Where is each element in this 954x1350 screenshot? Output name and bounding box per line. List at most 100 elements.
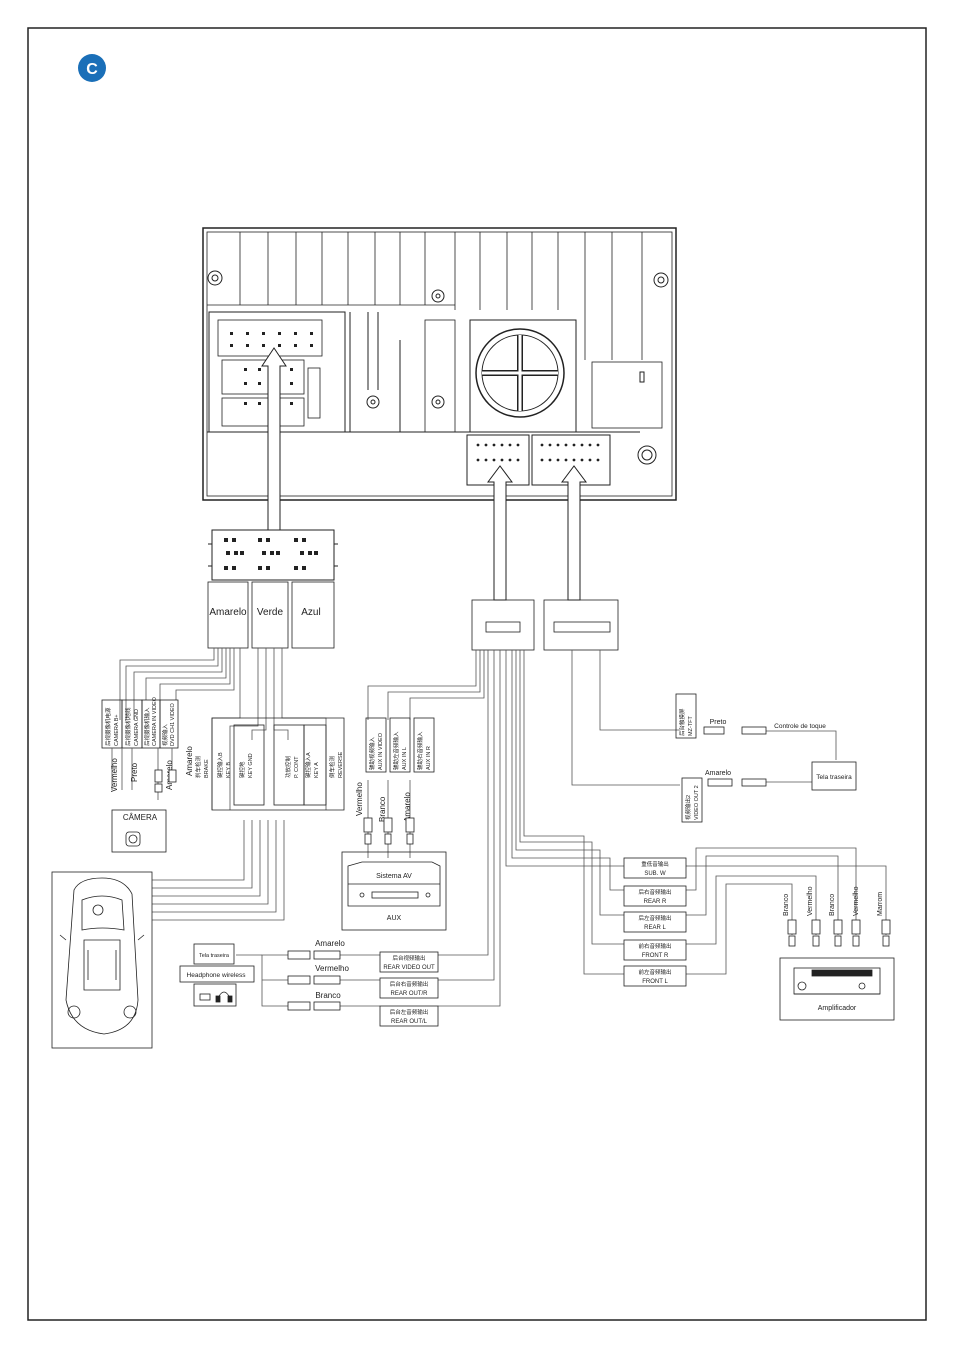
reverse-cn: 倒车检测 [328,755,336,778]
camera-video-label: CAMERA IN VIDEO [152,696,158,746]
controle-de-toque-label: Controle de toque [774,723,826,730]
camera-gnd-cn: 后视摄像机地线 [124,707,132,746]
camera-gnd-label: CAMERA GND [134,709,140,746]
rear-screen-label: Tela traseira [816,774,852,781]
touch-label-blocks [675,693,703,823]
amp-rca-plugs [787,919,891,947]
aux-l-label: AUX IN L [402,747,408,770]
aux-l-cn: 辅助左音频输入 [392,731,400,770]
touch-wire-preto: Preto [710,719,727,726]
touch-plugs [703,726,767,787]
harness-label-amarelo: Amarelo [209,607,247,618]
dvd-wire-amarelo: Amarelo [185,746,194,776]
aux-rca-plugs [363,817,415,845]
rear-l-cn: 后左音频输出 [638,914,671,922]
rear-out-l-cn: 后台左音频输出 [390,1008,429,1016]
iso-harness-plug [208,529,338,581]
rca-junction-boxes [471,599,619,651]
camera-label: CÂMERA [123,813,158,822]
camera-connectors [154,769,177,793]
audio-out-boxes [623,857,687,987]
front-l-cn: 前左音频输出 [638,968,671,976]
sistema-av-label: Sistema AV [376,873,412,880]
harness-boxes [207,581,335,649]
camera-wires [111,748,173,800]
sub-w-cn: 重低音输出 [641,860,669,868]
car-illustration [51,871,153,1049]
headphone-wireless-label: Headphone wireless [187,972,247,979]
section-badge-label: C [86,61,98,78]
camera-b-label: CAMERA B+ [114,714,120,746]
key-b-cn: 键控输入B [216,752,224,778]
p-cont-label: P. CONT [294,756,300,778]
dvd-video-cn: 视频输入 [161,723,169,746]
connection-arrows [261,347,587,601]
rear-screen-2-label: Tela traseira [199,953,230,959]
section-badge: C [78,54,106,82]
rear-out-boxes [379,951,439,1027]
wireless-headphone-device [179,943,255,1007]
rear-wire-branco: Branco [315,991,341,1000]
aux-video-cn: 辅助视频输入 [368,736,376,770]
camera-device [111,809,167,853]
key-gnd-cn: 键控地 [238,761,246,778]
amplifier-label: Amplificador [818,1005,857,1012]
rear-r-cn: 后右音频输出 [638,888,671,896]
camera-b-cn: 后视摄像机电源 [104,707,112,746]
camera-video-cn: 后视摄像机输入 [143,707,151,746]
rear-wire-vermelho: Vermelho [315,964,349,973]
rear-video-out-cn: 后台视频输出 [392,954,425,962]
aux-device-label: AUX [387,915,402,922]
rear-out-r-cn: 后台右音频输出 [390,980,429,988]
camera-wire-vermelho: Vermelho [110,758,119,792]
brake-label: BRAKE [204,759,210,778]
aux-label-blocks [365,717,435,773]
front-r-cn: 前右音频输出 [638,942,671,950]
front-l-label: FRONT L [642,979,668,985]
rear-l-label: REAR L [644,925,666,931]
amp-wire-branco-1: Branco [783,894,790,916]
amp-wire-vermelho-1: Vermelho [807,886,814,916]
rear-out-r-label: REAR OUT/R [390,991,428,997]
key-a-label: KEY A [314,762,320,778]
aux-r-cn: 辅助右音频输入 [416,731,424,770]
wire-bundle [119,648,887,1007]
front-r-label: FRONT R [642,953,669,959]
control-label-box [211,717,345,811]
sub-w-label: SUB. W [644,871,666,877]
aux-r-label: AUX IN R [426,746,432,770]
video-out2-cn: 视频输出2 [684,795,692,820]
aux-wire-amarelo: Amarelo [403,792,412,822]
amplifier-device [779,957,895,1021]
av-system-device [341,851,447,931]
key-a-cn: 键控输入A [304,752,312,778]
brake-cn: 刹车检测 [194,755,202,778]
video2-wire-amarelo: Amarelo [705,770,731,777]
harness-label-verde: Verde [257,607,284,618]
reverse-label: REVERSE [338,751,344,778]
page-border [27,27,927,1321]
harness-label-azul: Azul [301,607,320,618]
head-unit-rear [202,227,677,501]
rear-wire-amarelo: Amarelo [315,939,345,948]
dvd-video-label: DVD CH1 VIDEO [170,702,176,746]
amp-wire-vermelho-2: Vermelho [853,886,860,916]
rear-screen-box [811,761,857,791]
rear-rca-plugs [287,950,341,1011]
amp-wire-marrom: Marrom [877,892,884,916]
key-gnd-label: KEY GND [248,753,254,778]
aux-video-label: AUX IN VIDEO [378,732,384,770]
amp-wire-branco-2: Branco [829,894,836,916]
aux-wire-vermelho: Vermelho [355,782,364,816]
rear-out-l-label: REAR OUT/L [391,1019,428,1025]
key-b-label: KEY B [226,762,232,778]
aux-wire-branco: Branco [378,796,387,822]
rear-r-label: REAR R [644,899,667,905]
mz-tft-label: MZ-TFT [688,716,694,736]
mz-tft-cn: 后台触摸屏 [678,708,686,736]
p-cont-cn: 功放控制 [284,755,292,778]
video-out2-label: VIDEO OUT 2 [694,785,700,820]
rear-video-out-label: REAR VIDEO OUT [383,965,435,971]
camera-wire-preto: Preto [130,762,139,782]
